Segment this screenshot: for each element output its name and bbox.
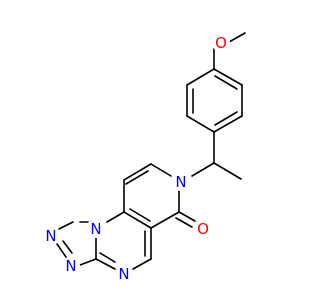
atom-bg-o-methoxy xyxy=(212,34,230,52)
bonds-group xyxy=(56,32,246,270)
atom-bg-n-pyridone xyxy=(172,173,190,191)
atom-o-carbonyl: O xyxy=(197,220,209,238)
atom-bg-n-pyrimidine xyxy=(115,265,133,283)
atom-labels-group: O N O N N N N xyxy=(42,34,230,283)
bond-tri-1 xyxy=(79,258,97,266)
bond-aryl-3-inner xyxy=(214,111,238,126)
bond-pyr-4-inner xyxy=(129,208,151,222)
bond-aryl-4 xyxy=(186,115,215,133)
bond-pyr-2-inner xyxy=(125,170,149,185)
atom-n-triazole-left: N xyxy=(65,257,76,275)
molecule-structure-diagram: O N O N N N N xyxy=(42,32,246,283)
bond-tri-2 xyxy=(56,243,67,258)
atom-bg-n-triazole-top xyxy=(42,227,60,245)
bond-tri-3 xyxy=(58,221,74,230)
bond-pym-3 xyxy=(95,258,116,270)
bond-ch-n xyxy=(191,162,215,177)
bond-aryl-6 xyxy=(186,68,215,86)
atom-bg-o-carbonyl xyxy=(194,220,212,238)
atom-n-pyrimidine: N xyxy=(118,265,129,283)
bond-pyr-4 xyxy=(123,211,152,229)
bond-aryl-1 xyxy=(213,68,243,86)
atom-bg-n-triazole-left xyxy=(62,257,80,275)
atom-o-methoxy: O xyxy=(215,34,227,52)
bond-co-1 xyxy=(178,211,196,222)
bond-ch-methyl xyxy=(213,162,242,180)
bond-methyl-o xyxy=(228,32,246,43)
bond-aryl-3 xyxy=(213,115,243,133)
bond-co-2 xyxy=(175,217,193,228)
bond-aryl-1-inner xyxy=(214,75,238,90)
bond-pym-3-inner xyxy=(99,252,116,263)
atom-n-bridge: N xyxy=(90,220,101,238)
atom-n-triazole-top: N xyxy=(45,227,56,245)
atom-bg-n-bridge xyxy=(87,220,105,238)
bond-pyr-1 xyxy=(150,163,172,177)
bond-tri-2-inner xyxy=(62,240,73,254)
atom-n-pyridone: N xyxy=(175,173,186,191)
bond-pym-2 xyxy=(132,258,152,270)
bond-pyr-5 xyxy=(150,211,180,229)
bond-pym-5 xyxy=(106,211,125,223)
bond-pyr-2 xyxy=(123,163,152,181)
